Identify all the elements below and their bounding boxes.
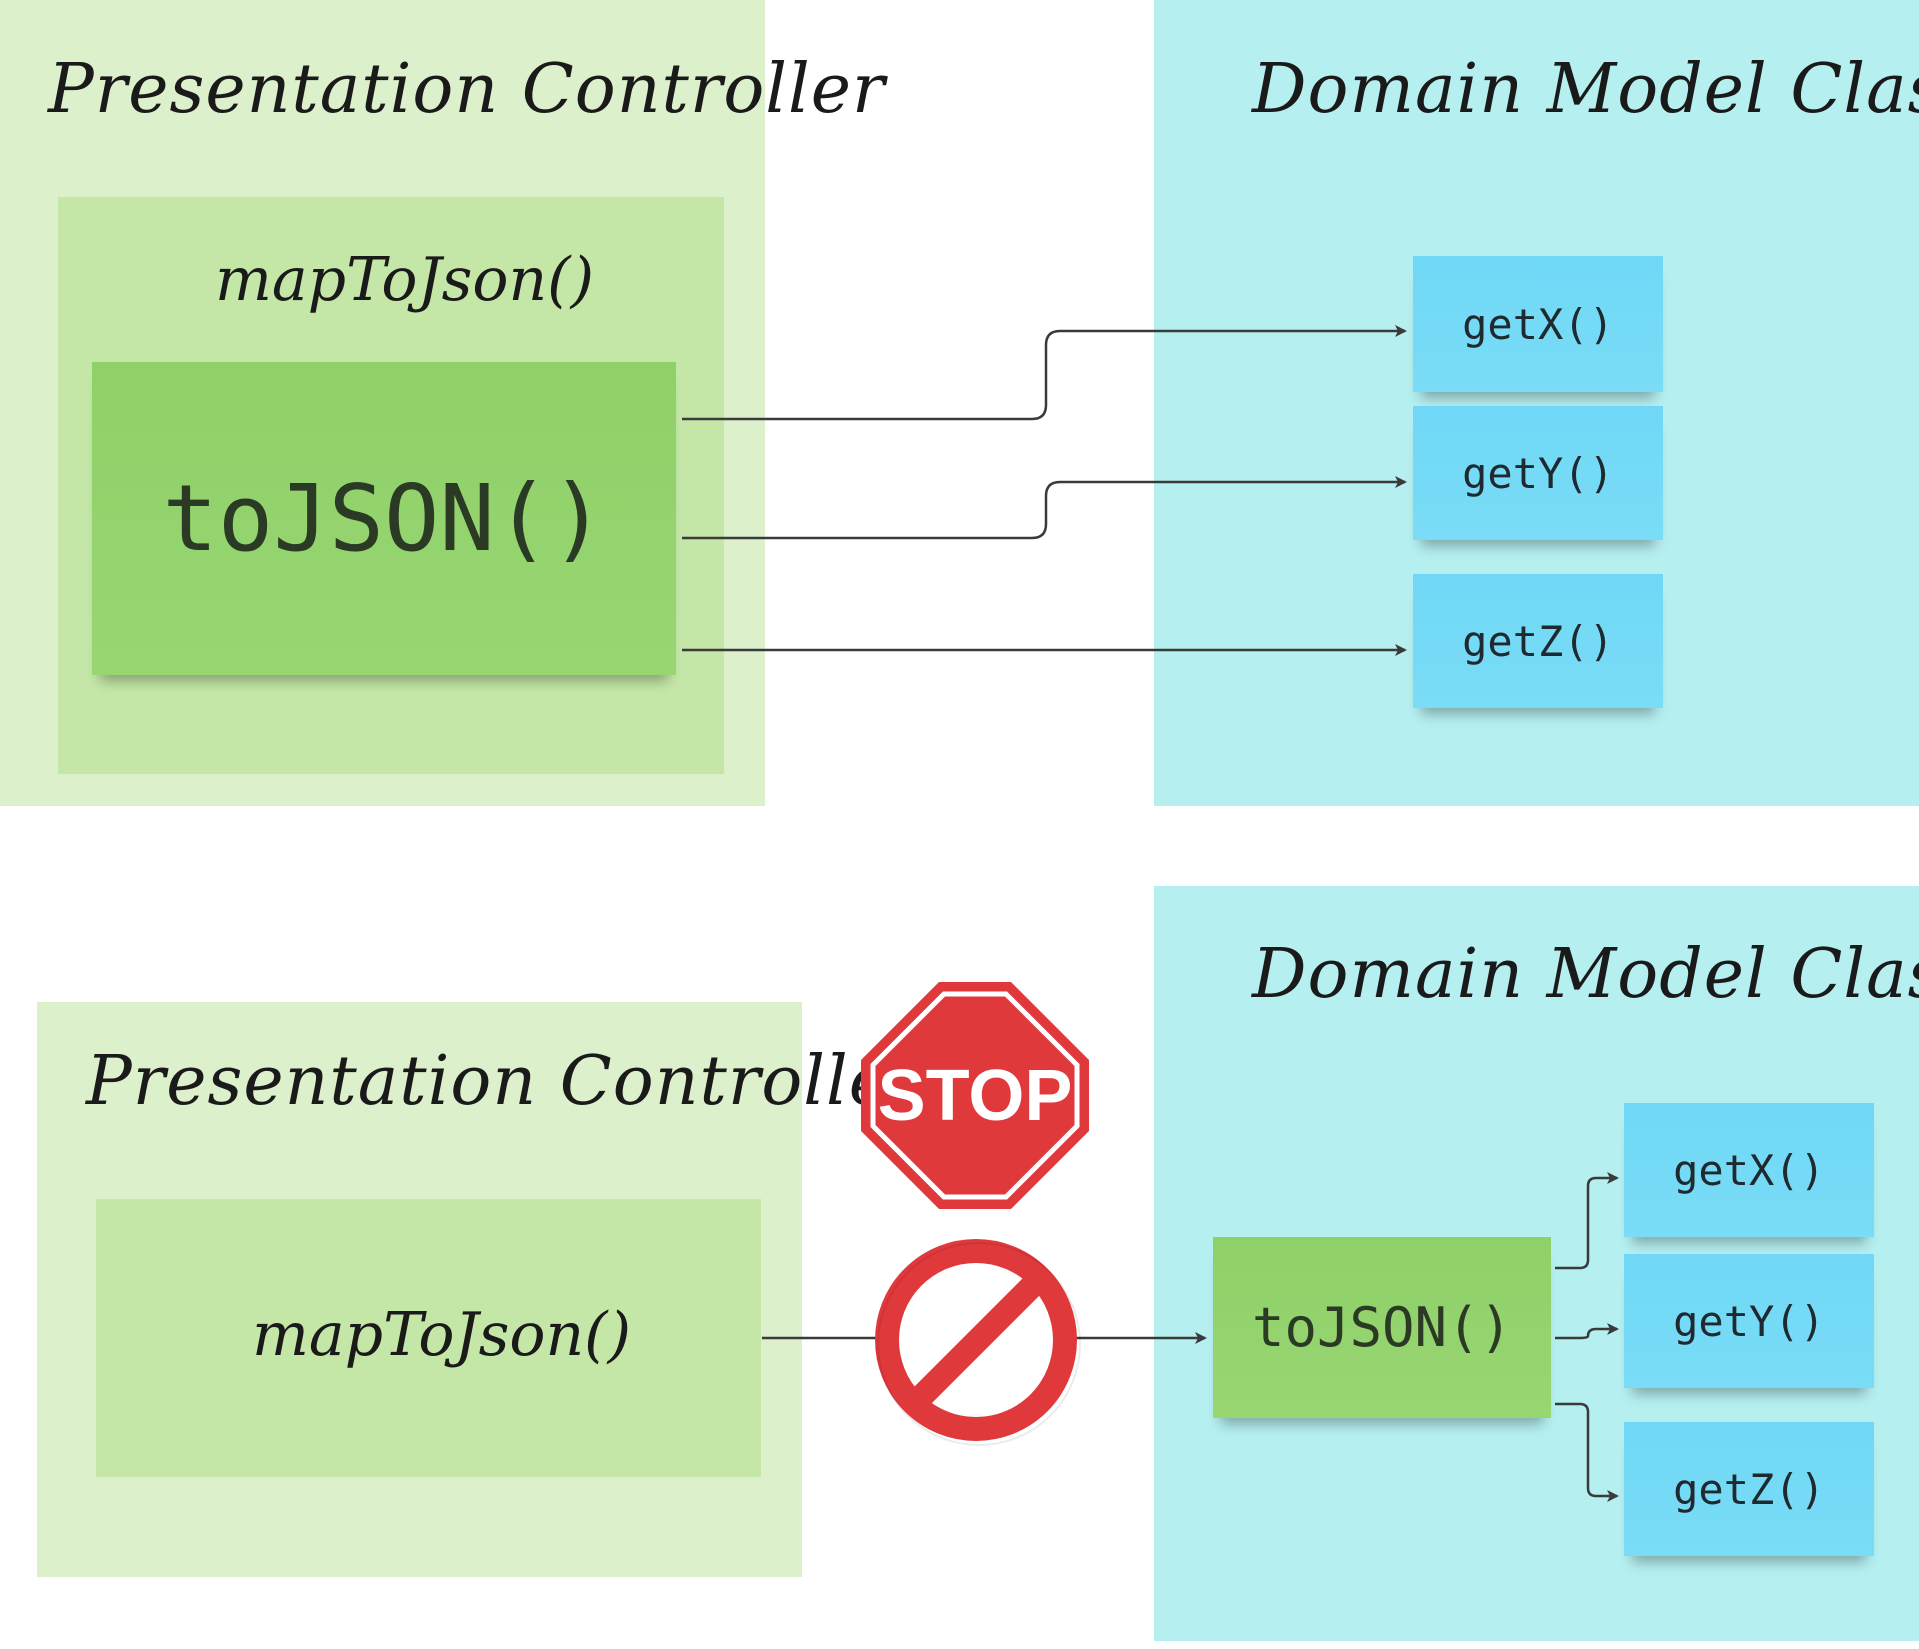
bottom-maptojson-box — [96, 1199, 761, 1477]
top-arrow-to-gety — [682, 476, 1407, 540]
top-domain-title: Domain Model Class — [1252, 50, 1919, 129]
top-getx-sticky: getX() — [1413, 256, 1663, 392]
top-getz-sticky: getZ() — [1413, 574, 1663, 708]
bottom-gety-label: getY() — [1673, 1296, 1825, 1346]
bottom-tojson-label: toJSON() — [1251, 1296, 1513, 1359]
bottom-gety-sticky: getY() — [1624, 1254, 1874, 1388]
top-gety-label: getY() — [1462, 448, 1614, 498]
bottom-arrow-to-gety — [1555, 1323, 1619, 1340]
bottom-getx-sticky: getX() — [1624, 1103, 1874, 1237]
top-gety-sticky: getY() — [1413, 406, 1663, 540]
bottom-arrow-to-getx — [1555, 1172, 1619, 1270]
top-tojson-label: toJSON() — [162, 465, 606, 572]
top-getz-label: getZ() — [1462, 616, 1614, 666]
top-maptojson-label: mapToJson() — [215, 245, 594, 315]
top-arrow-to-getx — [682, 325, 1407, 421]
bottom-getx-label: getX() — [1673, 1145, 1825, 1195]
bottom-tojson-sticky: toJSON() — [1213, 1237, 1551, 1418]
bottom-maptojson-label: mapToJson() — [252, 1300, 631, 1370]
top-presentation-title: Presentation Controller — [48, 50, 886, 129]
top-tojson-sticky: toJSON() — [92, 362, 676, 675]
stop-sign-text: STOP — [878, 1056, 1073, 1136]
bottom-domain-title: Domain Model Class — [1252, 935, 1919, 1014]
bottom-getz-sticky: getZ() — [1624, 1422, 1874, 1556]
bottom-presentation-title: Presentation Controller — [86, 1042, 924, 1121]
bottom-getz-label: getZ() — [1673, 1464, 1825, 1514]
bottom-arrow-to-getz — [1555, 1402, 1619, 1502]
prohibition-icon — [875, 1239, 1081, 1446]
stop-sign-icon: STOP — [861, 982, 1089, 1209]
top-getx-label: getX() — [1462, 299, 1614, 349]
